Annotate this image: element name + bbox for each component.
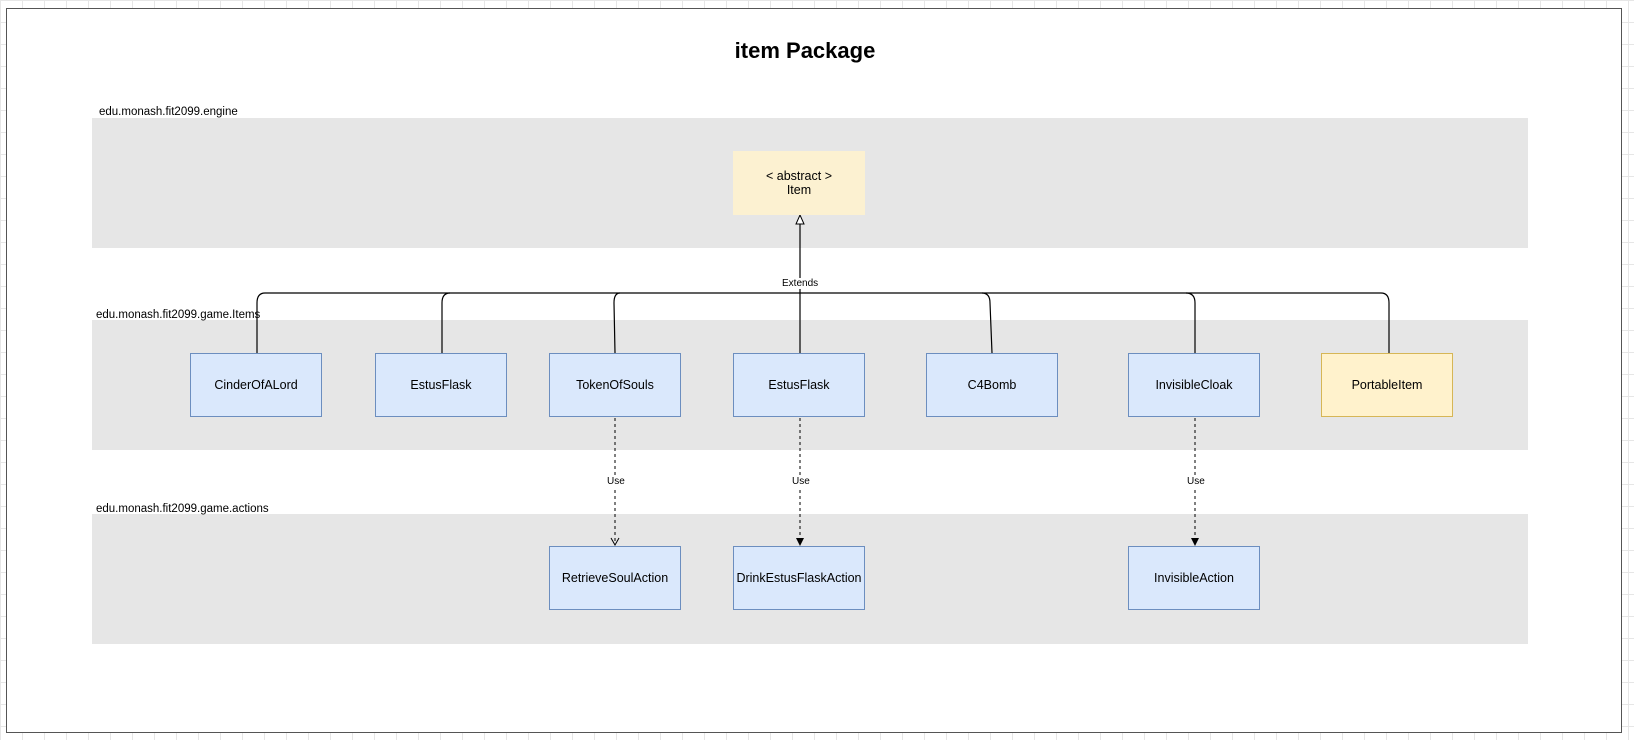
use-label-1: Use	[606, 476, 626, 487]
class-tokenofsouls[interactable]: TokenOfSouls	[549, 353, 681, 417]
package-label-engine: edu.monash.fit2099.engine	[99, 106, 238, 118]
extends-label: Extends	[781, 278, 820, 289]
class-portableitem[interactable]: PortableItem	[1321, 353, 1453, 417]
class-drinkestusflaskaction[interactable]: DrinkEstusFlaskAction	[733, 546, 865, 610]
use-label-2: Use	[791, 476, 811, 487]
class-item-abstract[interactable]: < abstract > Item	[733, 151, 865, 215]
class-c4bomb[interactable]: C4Bomb	[926, 353, 1058, 417]
class-invisiblecloak[interactable]: InvisibleCloak	[1128, 353, 1260, 417]
class-retrievesoulaction[interactable]: RetrieveSoulAction	[549, 546, 681, 610]
class-estusflask-2[interactable]: EstusFlask	[733, 353, 865, 417]
class-estusflask-1[interactable]: EstusFlask	[375, 353, 507, 417]
package-label-actions: edu.monash.fit2099.game.actions	[96, 503, 269, 515]
use-label-3: Use	[1186, 476, 1206, 487]
class-cinderofalord[interactable]: CinderOfALord	[190, 353, 322, 417]
package-label-items: edu.monash.fit2099.game.Items	[96, 309, 261, 321]
class-invisibleaction[interactable]: InvisibleAction	[1128, 546, 1260, 610]
diagram-title: item Package	[734, 38, 876, 63]
